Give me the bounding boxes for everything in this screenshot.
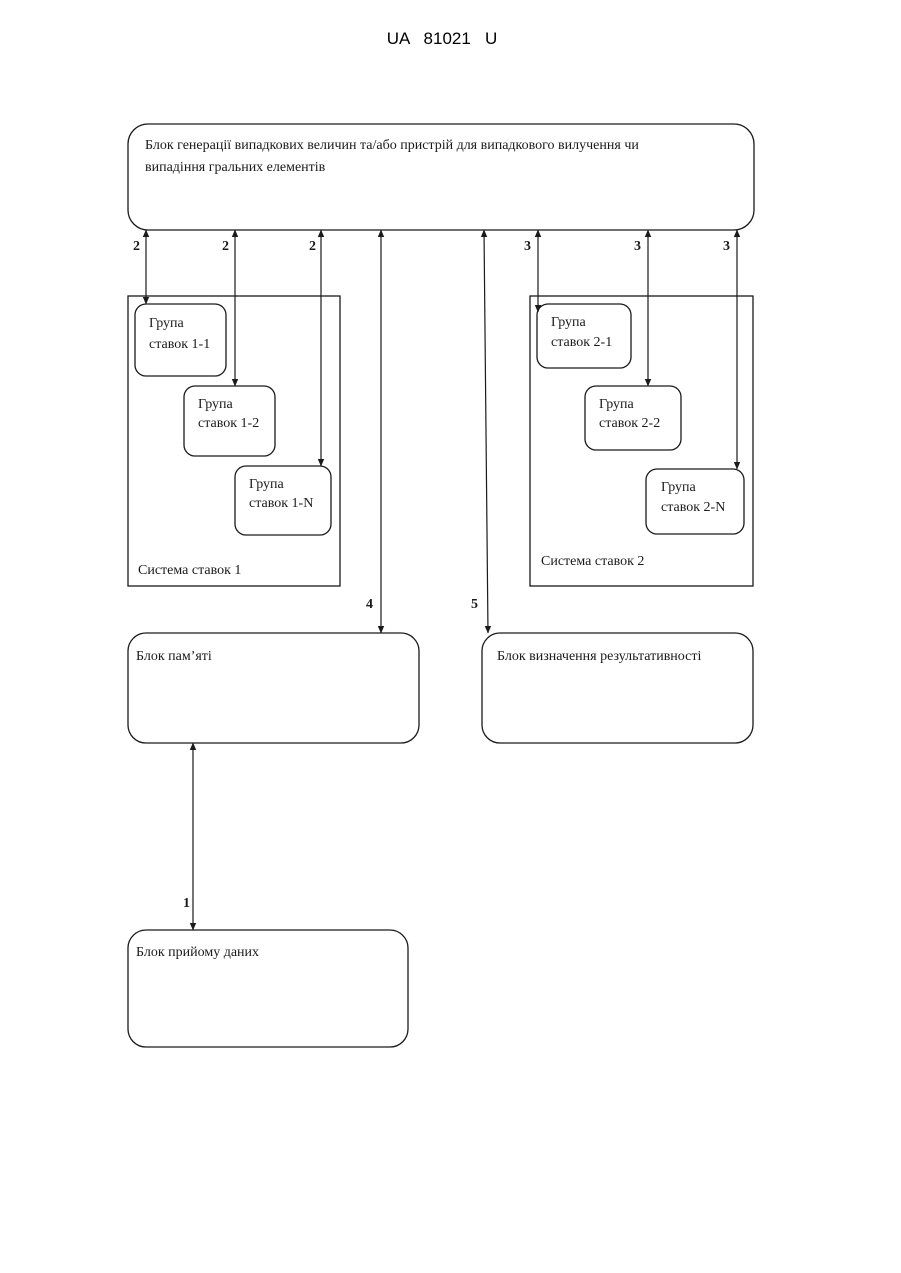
system-1-label: Система ставок 1	[138, 563, 241, 578]
connector-label-1: 1	[183, 896, 190, 911]
group-2-1-label-line-2: ставок 2-1	[551, 335, 612, 350]
memory-block-label: Блок пам’яті	[136, 649, 212, 664]
group-2-2-label-line-1: Група	[599, 397, 635, 412]
group-1-2-label-line-2: ставок 1-2	[198, 416, 259, 431]
connector-label-2a: 2	[133, 239, 140, 254]
connector-label-2b: 2	[222, 239, 229, 254]
generator-block-label-line-1: Блок генерації випадкових величин та/або…	[145, 138, 639, 153]
generator-block-label-line-2: випадіння гральних елементів	[145, 160, 326, 175]
connector-label-5: 5	[471, 597, 478, 612]
result-block-label: Блок визначення результативності	[497, 649, 701, 664]
group-2-2-label-line-2: ставок 2-2	[599, 416, 660, 431]
system-2-label: Система ставок 2	[541, 554, 644, 569]
group-2-1-label-line-1: Група	[551, 315, 587, 330]
group-1-1-label-line-1: Група	[149, 316, 185, 331]
group-1-1-label-line-2: ставок 1-1	[149, 337, 210, 352]
group-1-n-label-line-1: Група	[249, 477, 285, 492]
patent-number: UA 81021 U	[387, 29, 498, 48]
connector-label-4: 4	[366, 597, 373, 612]
group-2-n-label-line-1: Група	[661, 480, 697, 495]
connector-generator-result	[484, 230, 488, 633]
group-1-n-label-line-2: ставок 1-N	[249, 496, 313, 511]
connector-label-3c: 3	[723, 239, 730, 254]
group-2-n-label-line-2: ставок 2-N	[661, 500, 725, 515]
group-1-2-label-line-1: Група	[198, 397, 234, 412]
connector-label-2c: 2	[309, 239, 316, 254]
connector-label-3b: 3	[634, 239, 641, 254]
data-input-block-label: Блок прийому даних	[136, 945, 259, 960]
connector-label-3a: 3	[524, 239, 531, 254]
